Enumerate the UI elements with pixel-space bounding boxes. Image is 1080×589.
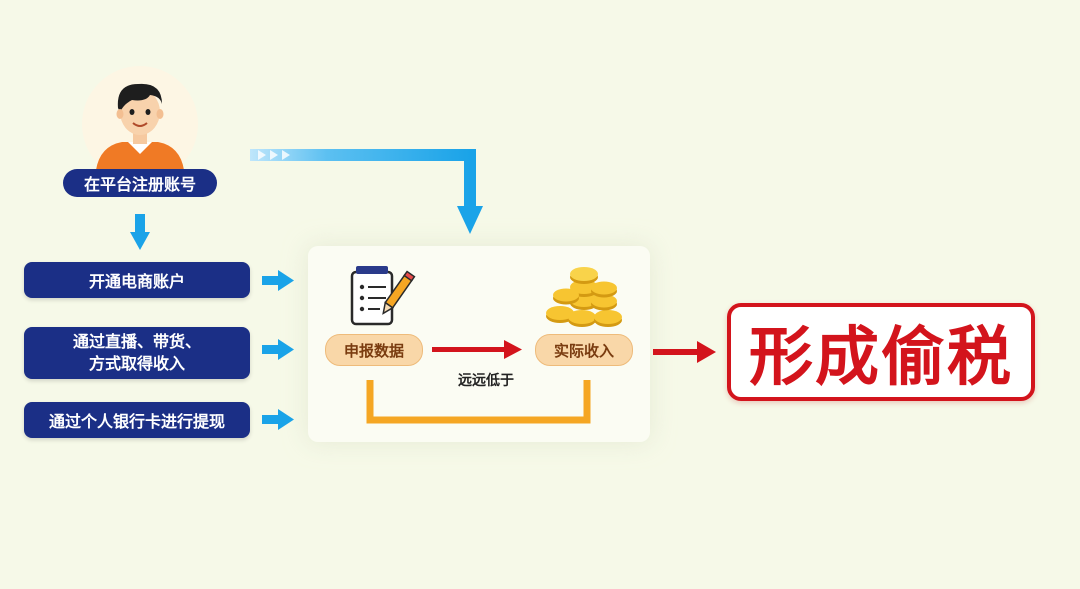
income-arrow <box>262 339 294 360</box>
withdraw-label: 通过个人银行卡进行提现 <box>48 412 225 431</box>
notepad-pencil-icon <box>350 266 416 326</box>
gold-coins-icon <box>546 267 622 327</box>
income-box: 通过直播、带货、 方式取得收入 <box>24 327 250 379</box>
open-account-label: 开通电商账户 <box>88 272 185 291</box>
result-label: 形成偷税 <box>748 320 1013 396</box>
withdraw-arrow <box>262 409 294 430</box>
person-avatar-icon <box>82 66 198 182</box>
comparison-bracket <box>366 380 591 424</box>
register-account-label: 在平台注册账号 <box>63 169 217 197</box>
declared-data-badge: 申报数据 <box>325 334 423 366</box>
register-to-panel-arrow <box>250 149 483 234</box>
register-down-arrow <box>130 214 150 250</box>
open-account-box: 开通电商账户 <box>24 262 250 298</box>
income-label-line2: 方式取得收入 <box>88 354 185 373</box>
income-label-line1: 通过直播、带货、 <box>72 332 201 351</box>
panel-to-result-arrow <box>653 341 716 363</box>
result-box: 形成偷税 <box>727 303 1035 401</box>
declared-to-actual-arrow <box>432 340 522 359</box>
actual-income-badge: 实际收入 <box>535 334 633 366</box>
withdraw-box: 通过个人银行卡进行提现 <box>24 402 250 438</box>
far-below-label: 远远低于 <box>458 373 514 389</box>
open-account-arrow <box>262 270 294 291</box>
